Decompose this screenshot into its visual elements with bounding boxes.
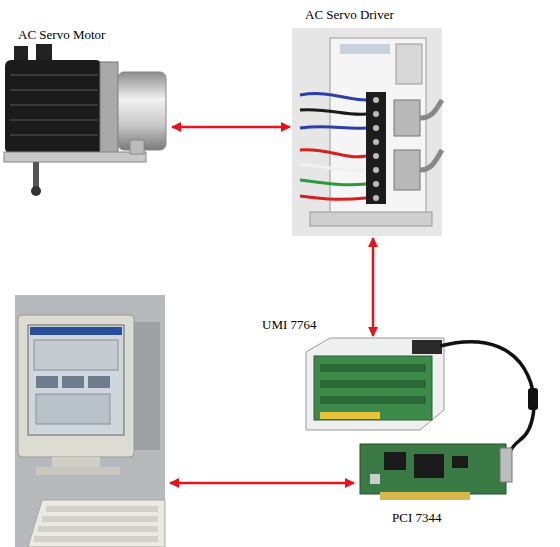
computer-photo <box>15 295 165 547</box>
servo-motor-photo-part <box>10 74 98 76</box>
servo-motor-photo-part <box>5 60 102 154</box>
computer-photo-part <box>36 394 110 424</box>
servo-driver-photo-part <box>373 111 379 117</box>
interface-cable-part <box>528 388 538 410</box>
servo-driver-photo-part <box>340 44 390 54</box>
driver-node: AC Servo Driver <box>292 28 442 236</box>
servo-motor-photo-part <box>10 119 98 121</box>
umi-board-photo-part <box>320 412 380 419</box>
servo-motor-photo <box>4 44 166 196</box>
servo-driver-photo-part <box>292 28 442 236</box>
pci-card-photo-part <box>380 492 470 500</box>
servo-driver-photo-part <box>420 100 442 118</box>
computer-photo-part <box>52 457 100 467</box>
motor-node: AC Servo Motor <box>0 48 170 198</box>
servo-driver-photo-part <box>366 92 386 204</box>
servo-driver-photo-part <box>420 150 442 170</box>
pci-card-photo-part <box>370 474 380 484</box>
computer-photo-part <box>28 500 165 547</box>
servo-motor-photo-part <box>10 89 98 91</box>
pci-card-photo-part <box>360 444 506 494</box>
link-arrow <box>170 482 354 485</box>
servo-motor-photo-part <box>4 152 146 162</box>
servo-driver-photo-part <box>330 38 426 214</box>
pci-card-photo-part <box>500 448 512 482</box>
component-label: AC Servo Motor <box>18 27 105 43</box>
umi-board-photo-part <box>306 338 444 430</box>
servo-motor-photo-part <box>100 62 118 154</box>
servo-driver-photo-part <box>394 150 420 190</box>
computer-photo-part <box>36 376 58 388</box>
servo-driver-photo-part <box>396 44 422 84</box>
component-label: AC Servo Driver <box>305 7 394 23</box>
servo-driver-photo-part <box>373 97 379 103</box>
servo-driver-photo-part <box>373 167 379 173</box>
computer-photo-part-part <box>42 516 158 522</box>
servo-driver-photo-part <box>373 181 379 187</box>
link-arrow <box>372 238 375 336</box>
servo-driver-photo-part <box>310 212 432 226</box>
computer-photo-part <box>15 295 165 547</box>
servo-driver-photo-part <box>300 127 366 129</box>
servo-driver-photo-part <box>300 94 366 100</box>
servo-driver-photo-part <box>373 139 379 145</box>
umi-board-photo-part <box>412 340 442 354</box>
computer-photo-part <box>18 315 134 457</box>
servo-motor-photo-part <box>130 140 144 154</box>
servo-driver-photo-part <box>394 100 420 136</box>
servo-driver-photo-part <box>300 165 366 170</box>
pci-card-photo-part <box>452 456 468 468</box>
servo-motor-photo-part <box>31 186 41 196</box>
servo-driver-photo-part <box>373 195 379 201</box>
umi-board-photo-part <box>320 364 426 372</box>
pci-card-photo-part <box>384 452 406 470</box>
computer-photo-part <box>34 340 118 370</box>
servo-driver-photo-part <box>300 110 366 115</box>
servo-driver-photo-part <box>373 125 379 131</box>
umi-node: UMI 7764 <box>305 338 445 430</box>
computer-photo-part <box>34 506 158 542</box>
computer-photo-part-part <box>34 536 158 542</box>
servo-motor-photo-part <box>10 104 98 106</box>
umi-board-photo-part <box>314 356 432 420</box>
umi-board-photo <box>306 338 444 430</box>
computer-photo-part <box>62 376 84 388</box>
servo-driver-photo-part <box>300 180 366 185</box>
pci-card-photo-part <box>414 454 444 478</box>
servo-motor-photo-part <box>33 162 39 188</box>
computer-photo-part-part <box>46 506 158 512</box>
computer-photo-part <box>28 325 124 435</box>
servo-driver-photo-part <box>373 153 379 159</box>
umi-board-photo-part <box>320 380 426 388</box>
component-label: PCI 7344 <box>392 510 441 526</box>
servo-motor-photo-part <box>118 72 166 150</box>
umi-board-photo-part <box>320 396 426 404</box>
link-arrow <box>172 126 290 129</box>
computer-photo-part <box>88 376 110 388</box>
component-label: UMI 7764 <box>262 317 317 333</box>
pci-card-photo <box>360 444 512 500</box>
computer-photo-part <box>36 467 120 475</box>
pci-node: PCI 7344 <box>358 440 510 502</box>
computer-photo-part-part <box>38 526 158 532</box>
servo-driver-photo <box>292 28 442 236</box>
servo-driver-photo-part <box>300 196 366 199</box>
computer-photo-part <box>30 327 122 335</box>
servo-driver-photo-part <box>300 150 366 157</box>
servo-motor-photo-part <box>10 134 98 136</box>
